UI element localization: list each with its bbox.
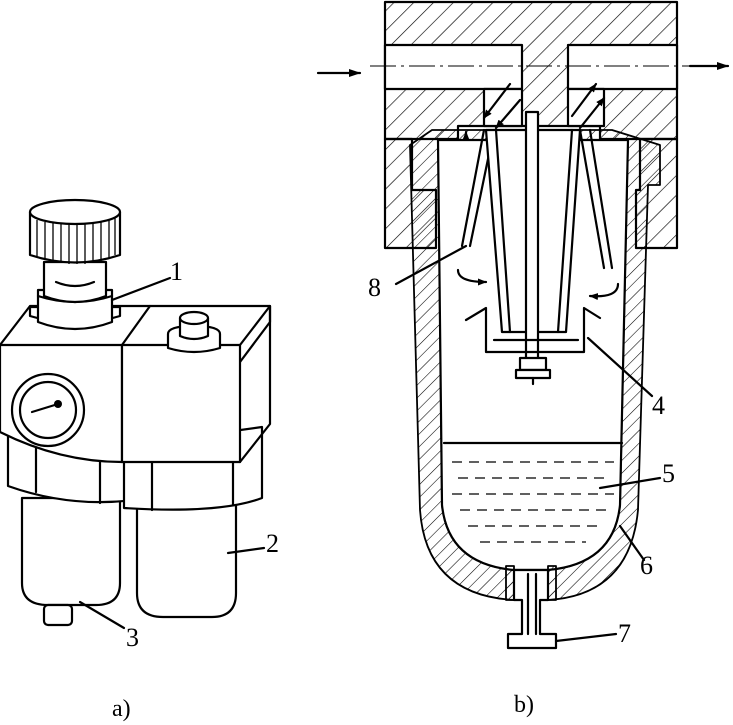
swirl-vane-right <box>578 128 606 270</box>
baffle-plate <box>464 306 602 354</box>
gauge-needle-icon <box>30 402 60 414</box>
lubricator-block <box>120 343 242 464</box>
figure-b-section <box>316 0 730 650</box>
callout-8: 8 <box>368 273 381 302</box>
filter-bowl-left <box>20 496 122 607</box>
caption-a: a) <box>112 696 131 722</box>
stem-nut <box>518 356 548 372</box>
inlet-passage <box>383 43 524 91</box>
callout-1: 1 <box>170 257 183 286</box>
callout-6: 6 <box>640 551 653 580</box>
callout-4: 4 <box>652 391 665 420</box>
bowl-drain-stub <box>42 603 74 627</box>
caption-b: b) <box>514 692 534 718</box>
pressure-gauge <box>10 372 86 448</box>
outlet-passage <box>566 43 679 91</box>
knob-knurling <box>36 218 116 264</box>
condensate-dashes <box>452 461 614 543</box>
callout-2: 2 <box>266 529 279 558</box>
swirl-vane-left <box>460 128 486 248</box>
figure-a-assembly <box>0 198 272 630</box>
callout-7: 7 <box>618 619 631 648</box>
callout-5: 5 <box>662 459 675 488</box>
lubricator-bowl-right <box>135 503 238 619</box>
callout-3: 3 <box>126 623 139 652</box>
